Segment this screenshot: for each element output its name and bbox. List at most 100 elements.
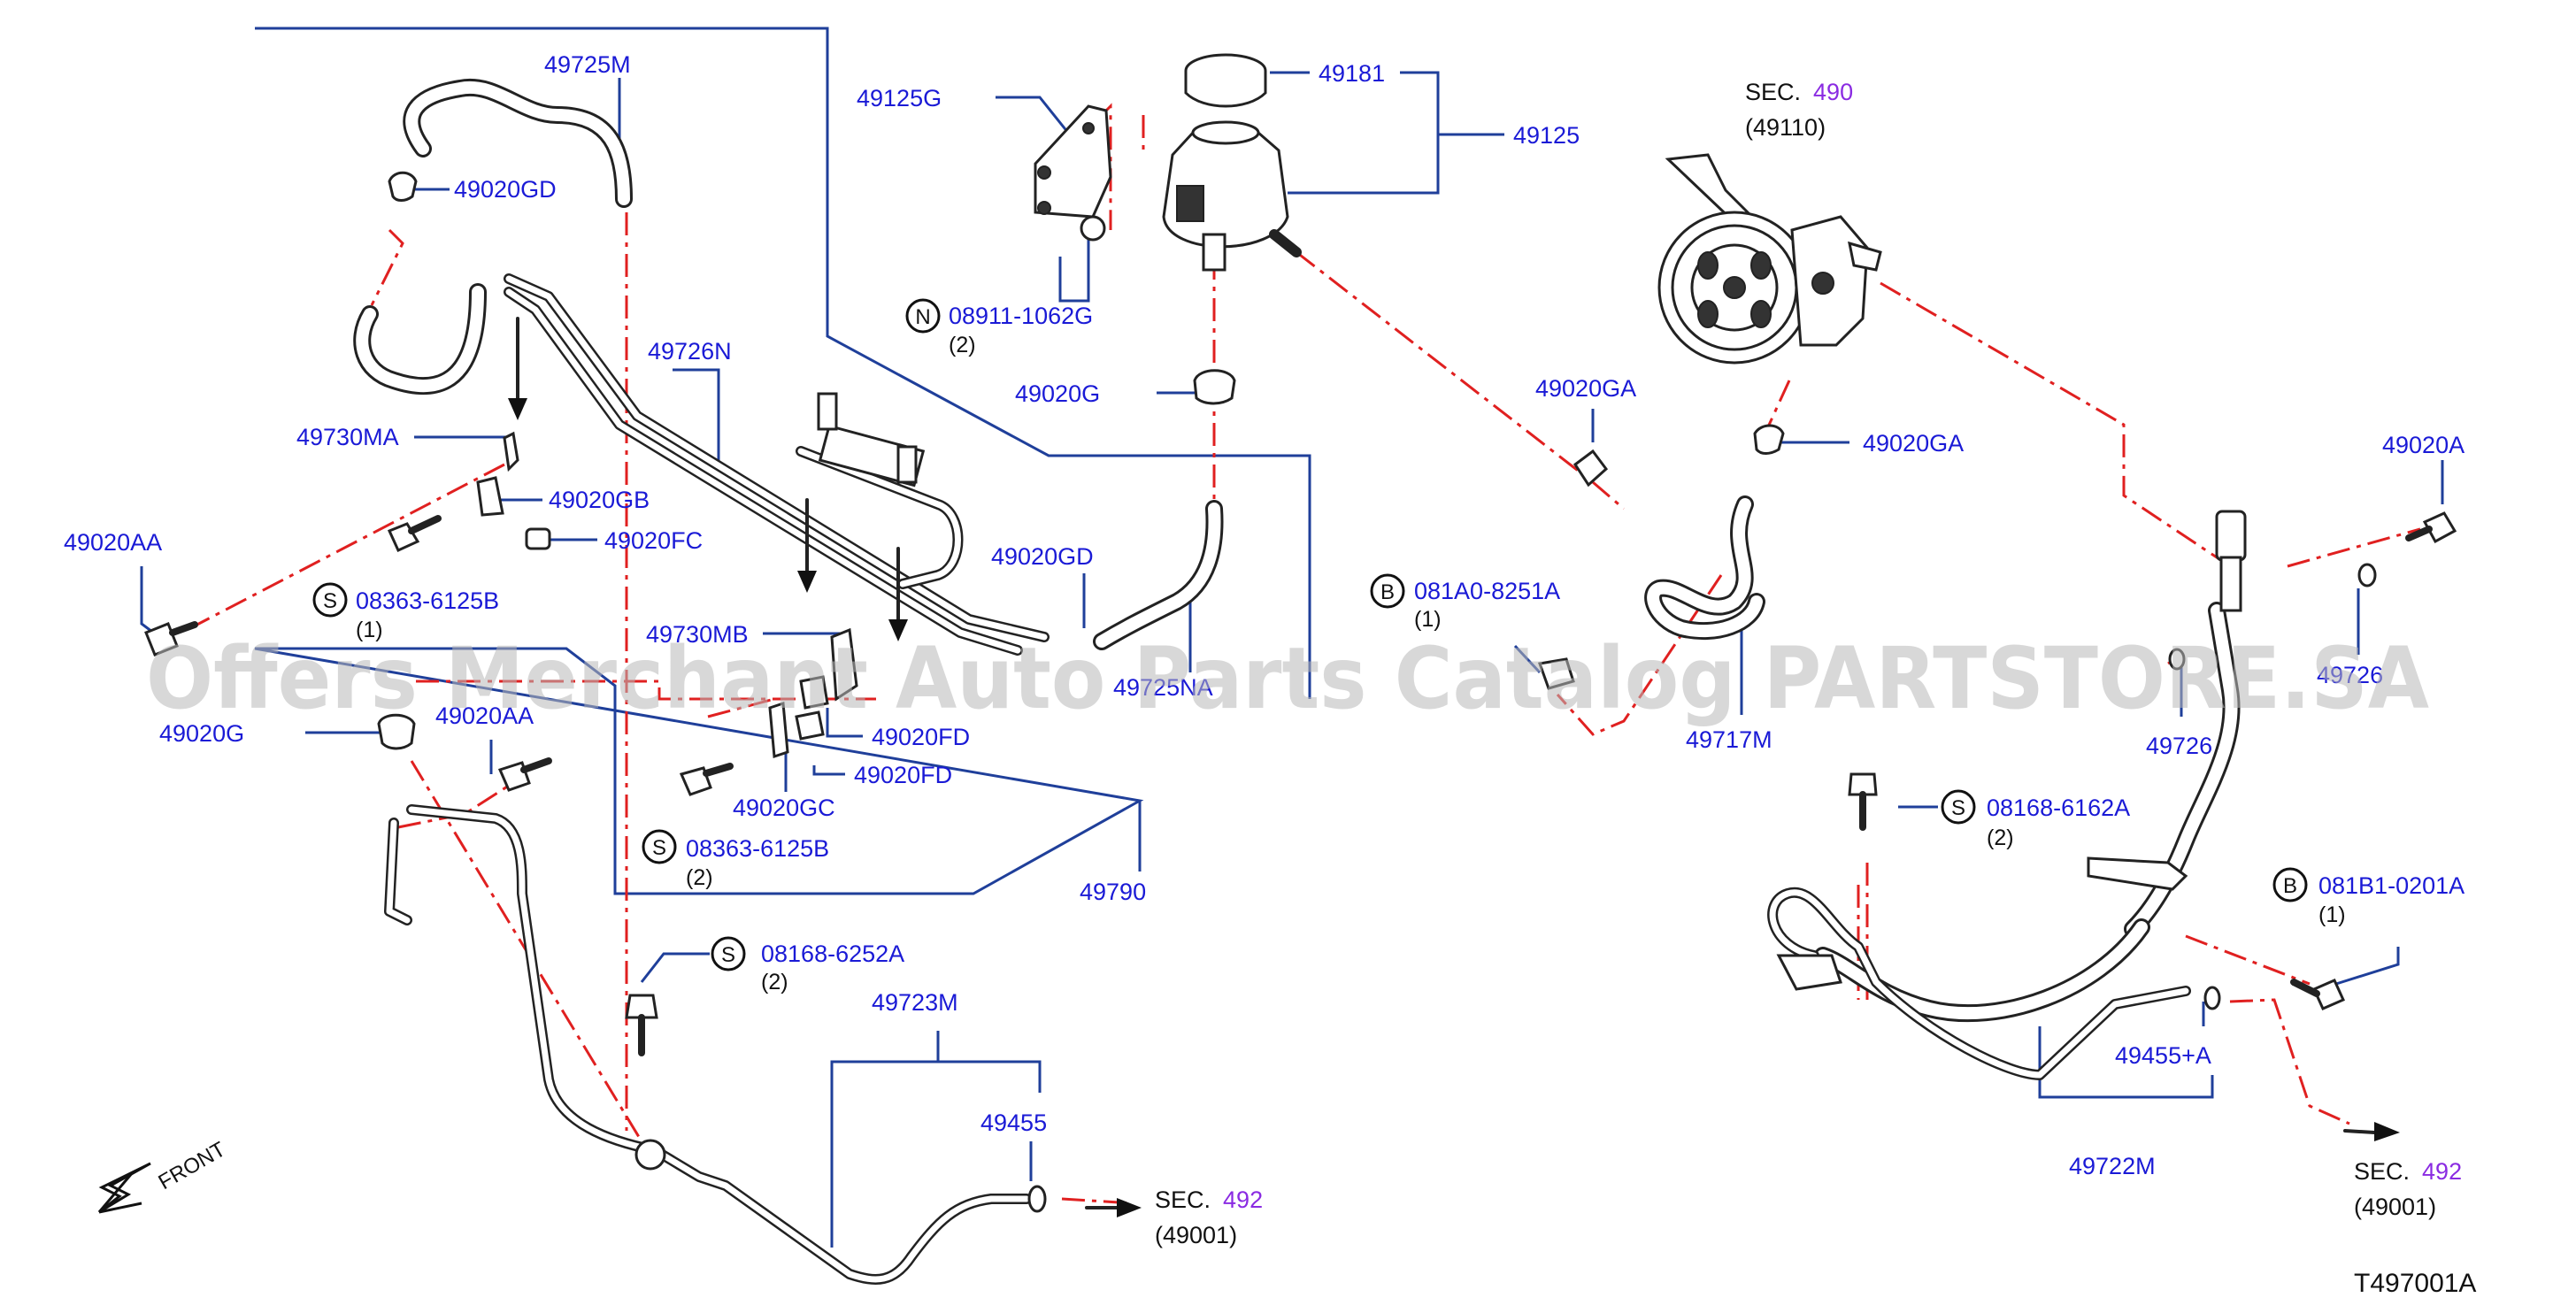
components [144, 53, 2457, 1213]
label-49455A: 49455+A [2115, 1042, 2211, 1069]
label-49726-a: 49726 [2317, 662, 2383, 688]
label-08168-6252A: 08168-6252A [761, 941, 904, 967]
label-49125: 49125 [1513, 122, 1580, 149]
o-ring-49726-b [2168, 648, 2186, 671]
bolt-08363-bot [679, 763, 734, 796]
hose-bracket-49722m [2087, 856, 2188, 891]
badge-s-08363-top: S [323, 589, 337, 613]
o-ring-49455a [2203, 986, 2221, 1010]
sec-492-right-code: (49001) [2354, 1194, 2436, 1220]
label-49020AA-left: 49020AA [64, 529, 162, 556]
clip-49020gc [768, 701, 789, 759]
label-49726N: 49726N [648, 338, 732, 365]
bolt-08363-top [387, 515, 442, 552]
label-49722M: 49722M [2069, 1153, 2156, 1179]
clip-49730ma [503, 431, 519, 472]
clip-49020gb [476, 476, 504, 517]
label-49020AA-mid: 49020AA [435, 703, 534, 729]
direction-arrows [97, 317, 2400, 1217]
label-49790: 49790 [1080, 879, 1146, 905]
clip-49020fd-a [799, 675, 829, 710]
fastener-badges: S S N S B S B [312, 298, 2308, 971]
label-49730MA: 49730MA [296, 424, 399, 450]
label-49020A: 49020A [2382, 432, 2465, 458]
label-49020FD-b: 49020FD [854, 762, 952, 788]
badge-s-08168-6252a: S [721, 943, 735, 967]
clip-49730mb [830, 627, 858, 702]
bolt-08168-6162a [1848, 772, 1878, 831]
label-49020GA-b: 49020GA [1863, 430, 1964, 457]
qty-081A0: (1) [1414, 607, 1442, 632]
front-arrow-icon [97, 1162, 151, 1214]
o-ring-49455 [1027, 1185, 1047, 1213]
label-49181: 49181 [1319, 60, 1385, 87]
label-49020FC: 49020FC [604, 527, 703, 554]
label-08363-6125B-bot: 08363-6125B [686, 835, 829, 862]
label-49717M: 49717M [1686, 726, 1772, 753]
bolt-49020aa-left [144, 621, 198, 656]
pipe-joint-lower [634, 1139, 666, 1171]
label-49726-b: 49726 [2146, 733, 2212, 759]
badge-n-08911: N [915, 305, 930, 329]
o-ring-49726-a [2357, 563, 2377, 587]
label-49455: 49455 [980, 1110, 1047, 1136]
bolt-49020aa-mid [497, 757, 552, 792]
section-references: SEC.490 (49110) SEC.492 (49001) SEC.492 … [1155, 79, 2462, 1248]
clip-081a0 [1537, 657, 1575, 690]
bracket-49790 [254, 27, 1311, 895]
hose-clamp-ga-right [1753, 424, 1785, 455]
bolt-49020a [2405, 511, 2457, 544]
part-number-labels: 49725M 49020GD 49726N 49730MA 49020GB 49… [64, 51, 2465, 1179]
clip-49020fd-b [795, 710, 825, 741]
reservoir-bracket [1034, 104, 1112, 219]
qty-081B1: (1) [2318, 902, 2346, 927]
label-49020GD-mid: 49020GD [991, 543, 1094, 570]
hose-clamp-ga-left [1573, 449, 1609, 488]
hose-clamp-gd-top [388, 171, 418, 202]
label-49020GA-a: 49020GA [1535, 375, 1636, 402]
bolt-08168-6252a [625, 994, 658, 1056]
qty-08168-6162A: (2) [1987, 825, 2014, 850]
oil-pump [1657, 153, 1882, 365]
label-49730MB: 49730MB [646, 621, 749, 648]
sec-490-code: (49110) [1745, 114, 1826, 141]
sec-490-ref: SEC.490 [1745, 79, 1853, 105]
label-49020GC: 49020GC [733, 795, 835, 821]
label-49020GD-top: 49020GD [454, 176, 557, 203]
sec-492-left-ref: SEC.492 [1155, 1186, 1263, 1213]
badge-s-08168-6162a: S [1951, 796, 1965, 820]
bolt-081b1-0201a [2290, 979, 2345, 1010]
qty-08911: (2) [949, 333, 976, 357]
nut-08911 [1080, 215, 1106, 242]
label-49725M: 49725M [544, 51, 631, 78]
label-49020FD-a: 49020FD [872, 724, 970, 750]
front-label: FRONT [155, 1137, 230, 1194]
pressure-fitting [2215, 510, 2247, 562]
watermark: Offers Merchant Auto Parts Catalog PARTS… [146, 629, 2429, 728]
qty-08363-top: (1) [356, 618, 383, 642]
label-49125G: 49125G [857, 85, 942, 111]
oil-cooler [817, 392, 926, 488]
clip-49020fc [525, 527, 551, 550]
hose-clamp-reservoir [1193, 369, 1236, 405]
badge-b-081b1: B [2283, 874, 2297, 898]
diagram-code: T497001A [2354, 1269, 2476, 1298]
label-49020G-left: 49020G [159, 720, 244, 747]
badge-b-081a0: B [1380, 580, 1395, 604]
label-081B1-0201A: 081B1-0201A [2318, 872, 2465, 899]
label-49020GB: 49020GB [549, 487, 650, 513]
qty-08363-bot: (2) [686, 865, 713, 890]
assembly-bracket-lines [140, 27, 2444, 1248]
sec-492-right-ref: SEC.492 [2354, 1158, 2462, 1185]
label-08363-6125B-top: 08363-6125B [356, 587, 499, 614]
label-49020G-reservoir: 49020G [1015, 380, 1100, 407]
badge-s-08363-bot: S [652, 836, 666, 860]
label-49725NA: 49725NA [1113, 674, 1213, 701]
label-08911-1062G: 08911-1062G [949, 303, 1093, 329]
label-08168-6162A: 08168-6162A [1987, 795, 2130, 821]
sec-492-left-code: (49001) [1155, 1222, 1237, 1248]
label-49723M: 49723M [872, 989, 958, 1016]
hose-clamp-left [377, 713, 416, 750]
label-081A0-8251A: 081A0-8251A [1414, 578, 1560, 604]
